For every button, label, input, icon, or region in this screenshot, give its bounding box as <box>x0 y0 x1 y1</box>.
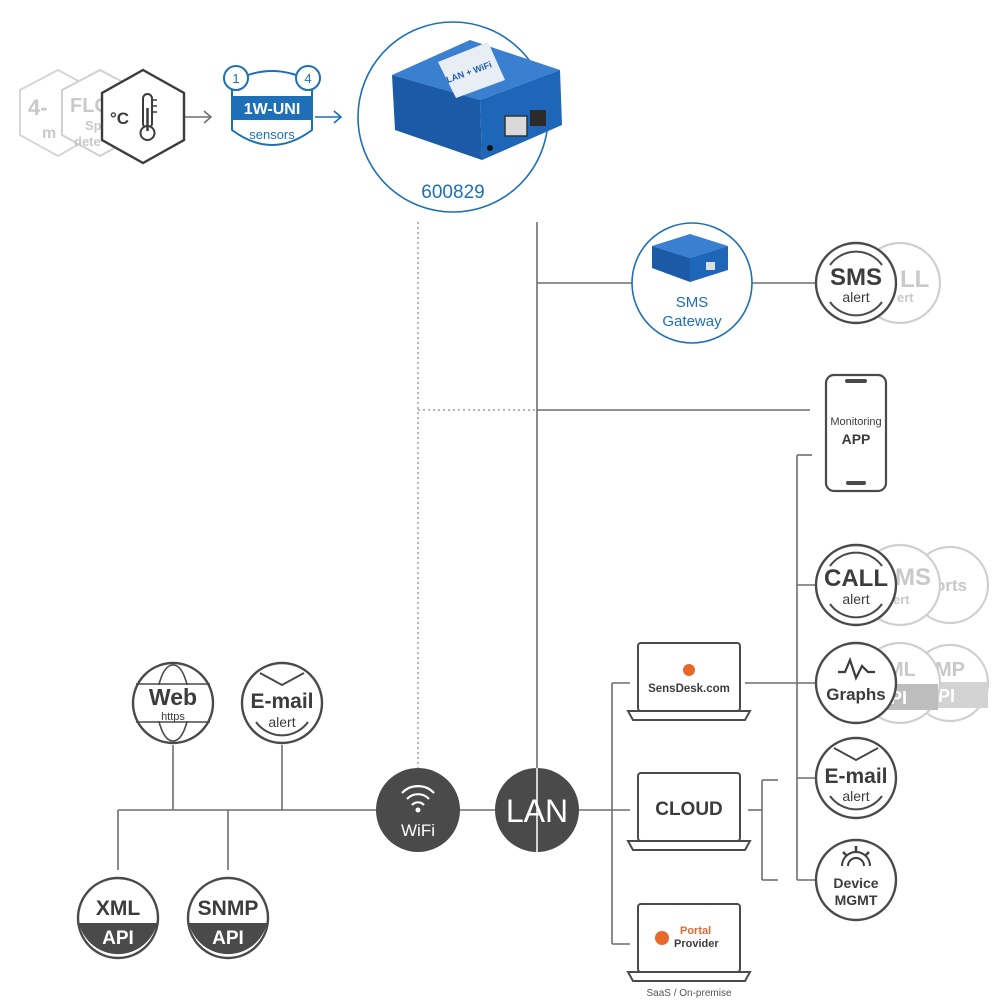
portal-line1: Portal <box>680 925 711 937</box>
ghost2-line3: dete <box>74 134 101 149</box>
graphs-label: Graphs <box>826 685 886 704</box>
device-box-image: LAN + WiFi <box>392 40 562 160</box>
sms-alert-node: LL ert SMS alert <box>814 241 942 325</box>
device-mgmt-line1: Device <box>833 875 878 891</box>
temp-unit: °C <box>110 109 129 128</box>
portal-caption: SaaS / On-premise <box>646 988 731 999</box>
snmp-api-node: SNMP API <box>186 876 270 960</box>
device-model: 600829 <box>421 182 484 203</box>
portal-logo-icon <box>655 931 669 945</box>
email-right-big: E-mail <box>824 765 887 788</box>
sensdesk-laptop: SensDesk.com <box>626 642 752 721</box>
sms-alert-small: alert <box>842 289 869 305</box>
bus-title: 1W-UNI <box>244 101 301 118</box>
email-left-small: alert <box>268 714 295 730</box>
snmp-bottom: API <box>212 928 244 949</box>
wifi-label: WiFi <box>401 821 435 840</box>
sms-gateway-circle: SMS Gateway <box>631 222 753 344</box>
cloud-laptop: CLOUD <box>626 772 752 851</box>
ghost2-line1: FLO <box>70 95 110 117</box>
sms-gateway-line1: SMS <box>676 294 709 311</box>
app-line2: APP <box>842 431 871 447</box>
envelope-icon <box>833 747 879 762</box>
sms-alert-big: SMS <box>830 264 882 291</box>
device-mgmt-line2: MGMT <box>835 892 878 908</box>
web-small: https <box>161 711 185 723</box>
sensdesk-label: SensDesk.com <box>648 683 730 695</box>
device-mgmt-node: Device MGMT <box>814 838 898 922</box>
gear-icon <box>841 846 871 867</box>
call-ghost1-small: ert <box>893 592 910 607</box>
sms-ghost-small: ert <box>897 290 914 305</box>
email-left-big: E-mail <box>250 690 313 713</box>
email-right-small: alert <box>842 788 869 804</box>
call-alert-small: alert <box>842 591 869 607</box>
snmp-top: SNMP <box>198 897 259 920</box>
web-big: Web <box>149 684 197 710</box>
ghost2-line2: Sp <box>85 118 102 133</box>
thermometer-icon <box>139 93 157 141</box>
call-ghost2: orts <box>935 576 967 595</box>
call-alert-big: CALL <box>824 565 888 592</box>
lan-label: LAN <box>506 793 568 829</box>
bus-sub: sensors <box>249 127 295 142</box>
bus-left-num: 1 <box>232 71 239 86</box>
portal-provider-laptop: Portal Provider SaaS / On-premise <box>626 903 752 999</box>
monitoring-app-phone: Monitoring APP <box>824 373 888 493</box>
lan-node: LAN <box>495 768 579 852</box>
ghost1-line2: m <box>42 125 56 142</box>
cloud-label: CLOUD <box>655 799 723 820</box>
main-device-circle: LAN + WiFi 600829 <box>357 21 562 213</box>
email-alert-right-node: E-mail alert <box>814 736 898 820</box>
wifi-node: WiFi <box>376 768 460 852</box>
envelope-icon <box>259 672 305 687</box>
bus-right-num: 4 <box>304 71 311 86</box>
graphs-node: MP PI ML PI Graphs <box>814 641 990 725</box>
app-line1: Monitoring <box>830 416 881 428</box>
web-https-node: Web https <box>131 661 215 745</box>
call-alert-node: orts MS ert CALL alert <box>814 543 990 627</box>
wifi-icon <box>401 785 435 813</box>
graph-line-icon <box>838 656 875 681</box>
sensdesk-logo-icon <box>683 664 695 676</box>
sms-gateway-line2: Gateway <box>662 313 722 330</box>
portal-line2: Provider <box>674 938 719 950</box>
xml-bottom: API <box>102 928 134 949</box>
xml-top: XML <box>96 897 141 920</box>
xml-api-node: XML API <box>76 876 160 960</box>
sms-ghost-text: LL <box>900 266 929 293</box>
email-alert-left-node: E-mail alert <box>240 661 324 745</box>
call-ghost1: MS <box>895 564 931 591</box>
graphs-ghost2-small: PI <box>938 686 955 706</box>
ghost1-line1: 4- <box>28 95 48 120</box>
one-wire-uni-badge: 1W-UNI sensors 1 4 <box>223 65 321 146</box>
connector-lines <box>117 110 815 945</box>
temperature-sensor-hexagon: °C <box>100 68 186 165</box>
graphs-ghost2: MP <box>935 659 965 681</box>
